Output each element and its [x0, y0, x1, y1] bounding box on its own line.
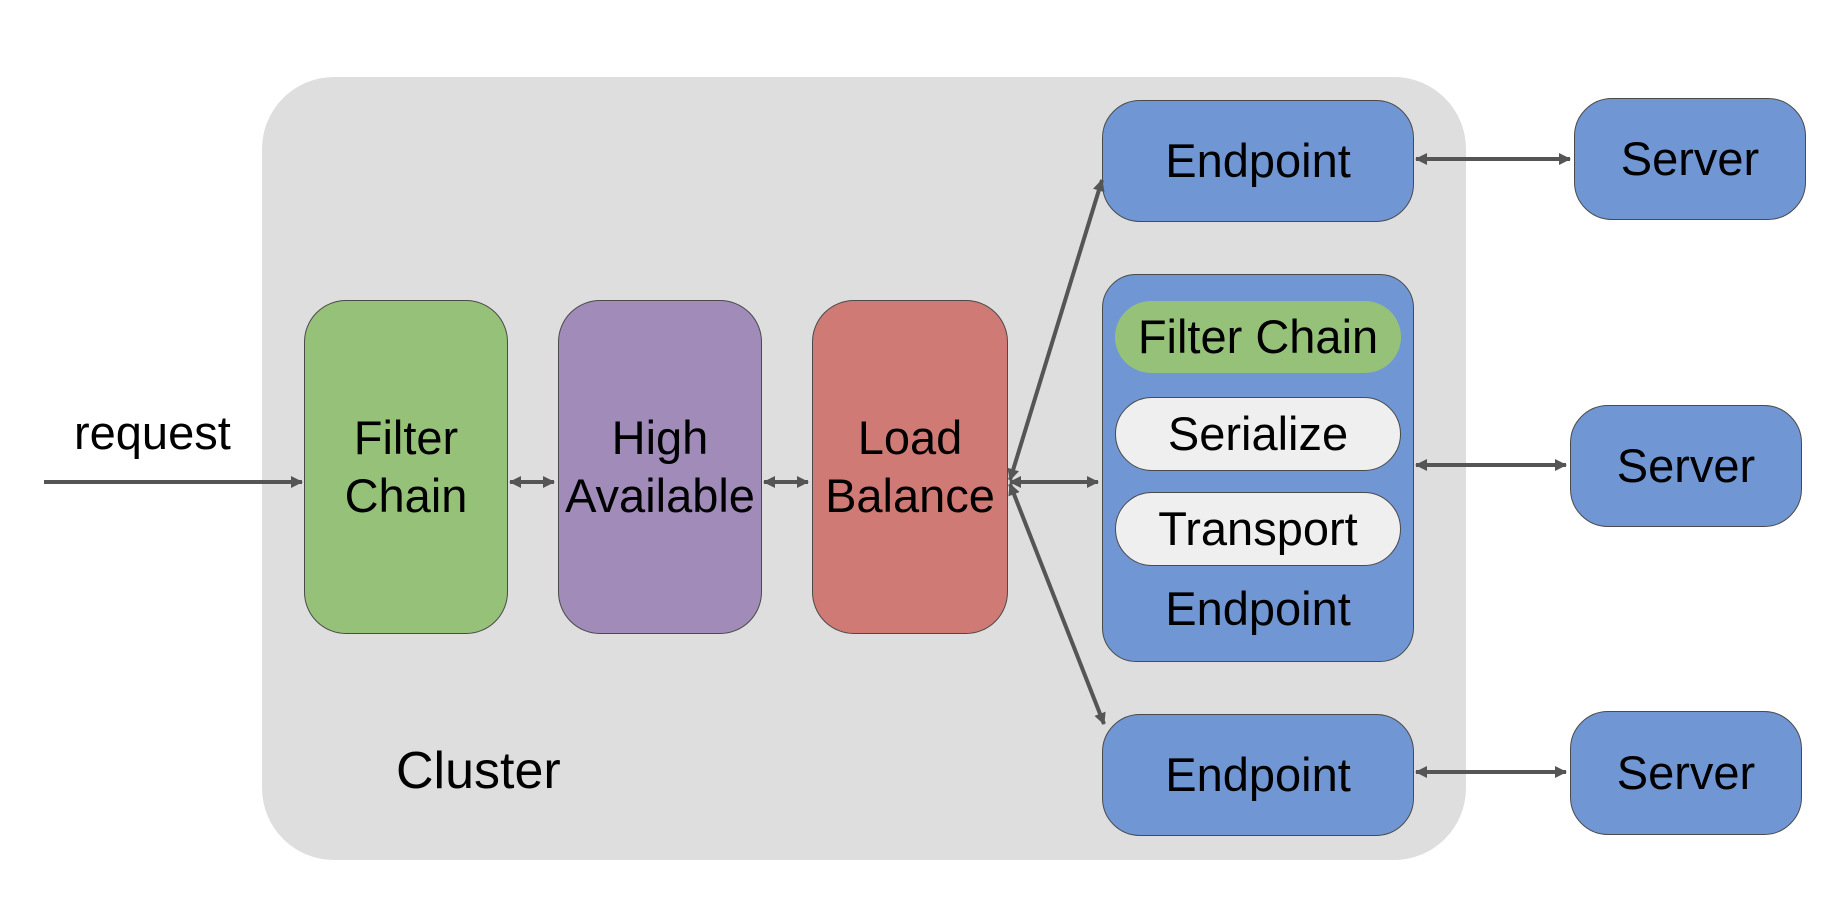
filter-chain-label: Filter Chain	[344, 411, 468, 522]
lb-endpoint-top-arrow	[1007, 179, 1105, 481]
endpoint-bottom-label: Endpoint	[1165, 748, 1351, 801]
endpoint-top[interactable]: Endpoint	[1102, 100, 1414, 222]
transport-label: Transport	[1158, 502, 1358, 555]
server-middle-label: Server	[1616, 439, 1756, 492]
load-balance-label: Load Balance	[825, 411, 995, 522]
server-middle[interactable]: Server	[1570, 405, 1802, 527]
server-bottom[interactable]: Server	[1570, 711, 1802, 835]
endpoint-filter-chain-label: Filter Chain	[1137, 310, 1379, 363]
server-bottom-label: Server	[1616, 746, 1756, 799]
endpoint-top-label: Endpoint	[1165, 134, 1351, 187]
endpoint-filter-chain-pill: Filter Chain	[1115, 301, 1401, 373]
high-available-label: High Available	[565, 411, 755, 522]
request-label: request	[74, 406, 231, 459]
endpoint-middle-label: Endpoint	[1165, 582, 1351, 635]
endpoint-middle[interactable]: Filter Chain Serialize Transport Endpoin…	[1102, 274, 1414, 662]
lb-endpoint-bottom-arrow	[1008, 483, 1106, 725]
load-balance-block[interactable]: Load Balance	[812, 300, 1008, 634]
serialize-label: Serialize	[1167, 407, 1349, 460]
high-available-block[interactable]: High Available	[558, 300, 762, 634]
filter-chain-block[interactable]: Filter Chain	[304, 300, 508, 634]
serialize-pill: Serialize	[1115, 397, 1401, 471]
endpoint-bottom[interactable]: Endpoint	[1102, 714, 1414, 836]
cluster-label: Cluster	[396, 742, 561, 800]
server-top[interactable]: Server	[1574, 98, 1806, 220]
transport-pill: Transport	[1115, 492, 1401, 566]
server-top-label: Server	[1620, 132, 1760, 185]
